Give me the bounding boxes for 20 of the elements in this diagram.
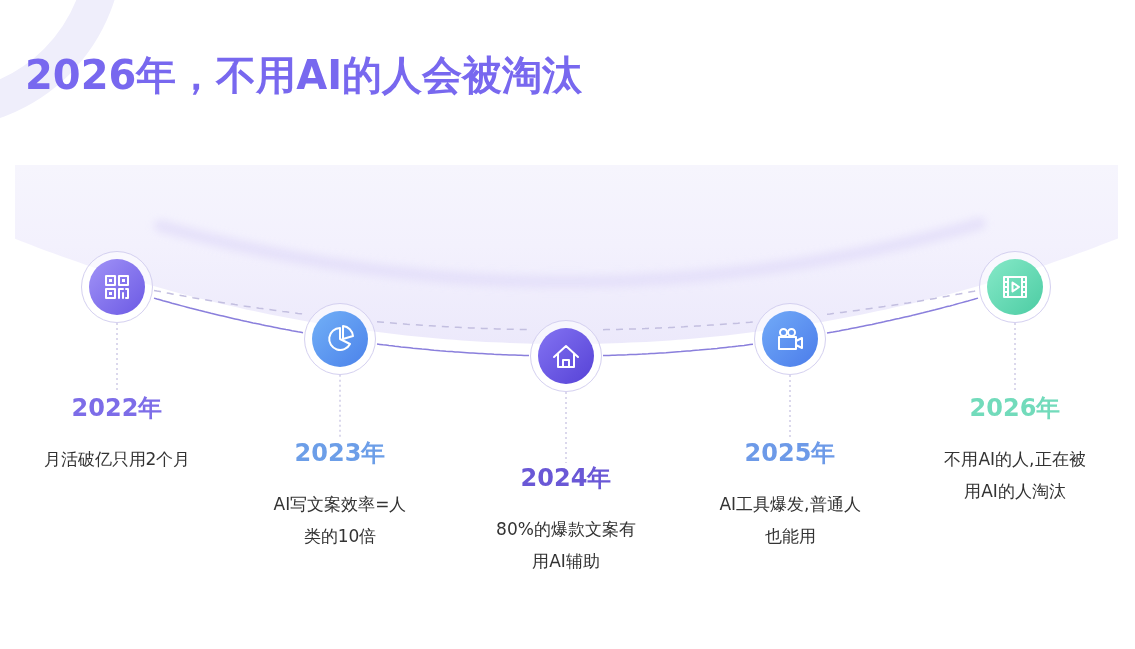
timeline-arc bbox=[826, 297, 979, 334]
milestone-description: AI工具爆发,普通人也能用 bbox=[718, 493, 862, 548]
milestone-description: 月活破亿只用2个月 bbox=[43, 448, 191, 471]
year-label: 2024年 bbox=[520, 463, 612, 493]
timeline-arc bbox=[376, 343, 530, 357]
milestone-description: 不用AI的人,正在被用AI的人淘汰 bbox=[943, 448, 1087, 503]
title: 2026年，不用AI的人会被淘汰 bbox=[25, 51, 583, 100]
milestone-description: 80%的爆款文案有用AI辅助 bbox=[495, 518, 637, 573]
year-label: 2025年 bbox=[744, 438, 836, 468]
dashed-arc bbox=[376, 320, 530, 331]
dashed-arc bbox=[153, 289, 304, 315]
milestone-description: AI写文案效率=人类的10倍 bbox=[272, 493, 408, 548]
dashed-arc bbox=[602, 321, 754, 331]
timeline-arc bbox=[602, 343, 754, 357]
leader-line bbox=[789, 374, 791, 439]
year-label: 2022年 bbox=[71, 393, 163, 423]
year-label: 2026年 bbox=[969, 393, 1061, 423]
timeline-arc bbox=[153, 297, 304, 334]
leader-line bbox=[565, 391, 567, 464]
year-label: 2023年 bbox=[294, 438, 386, 468]
